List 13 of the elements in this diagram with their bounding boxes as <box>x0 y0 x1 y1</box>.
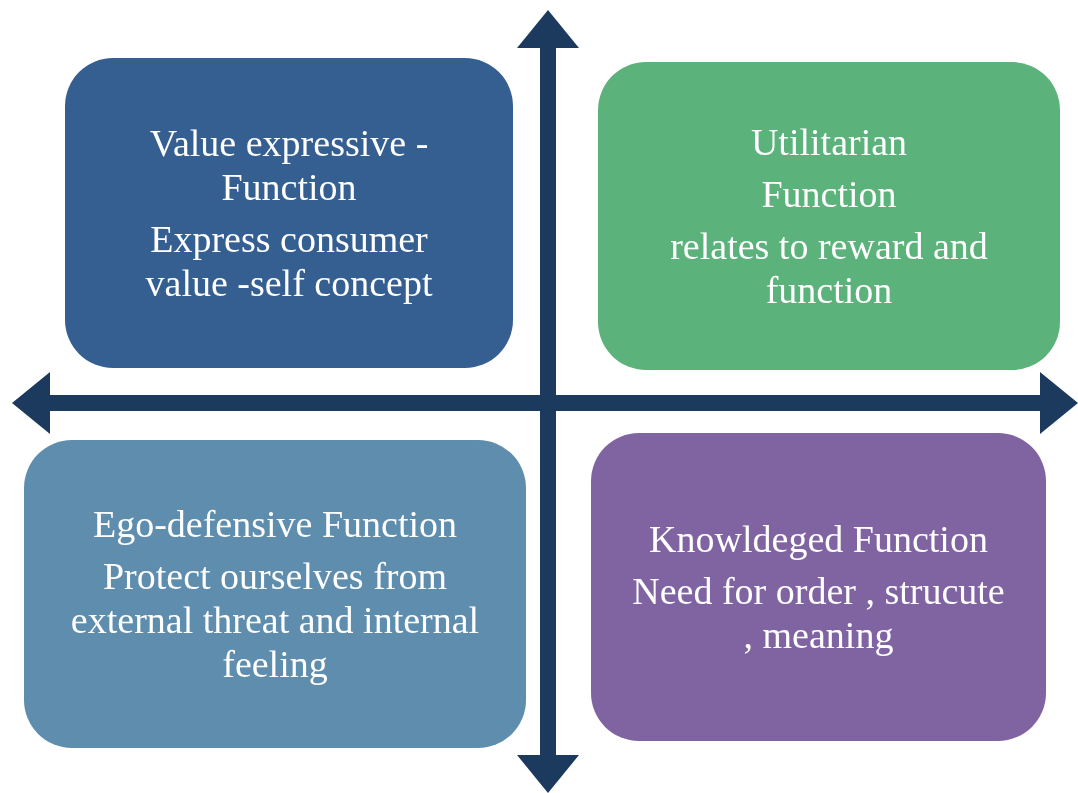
card-text: Function <box>761 172 897 216</box>
card-text: Need for order , strucute , meaning <box>631 569 1006 657</box>
card-heading: Utilitarian <box>750 120 908 164</box>
card-heading: Value expressive - Function <box>148 121 430 209</box>
card-text: Express consumer value -self concept <box>144 217 434 305</box>
quadrant-card <box>24 440 526 748</box>
card-text: relates to reward and function <box>669 224 989 312</box>
quadrant-card <box>591 433 1046 741</box>
quadrant-card <box>65 58 513 368</box>
card-text: Protect ourselves from external threat and internal feeling <box>69 554 481 686</box>
card-heading: Knowldeged Function <box>649 517 988 561</box>
quadrant-card <box>598 62 1060 370</box>
card-heading: Ego-defensive Function <box>92 502 458 546</box>
